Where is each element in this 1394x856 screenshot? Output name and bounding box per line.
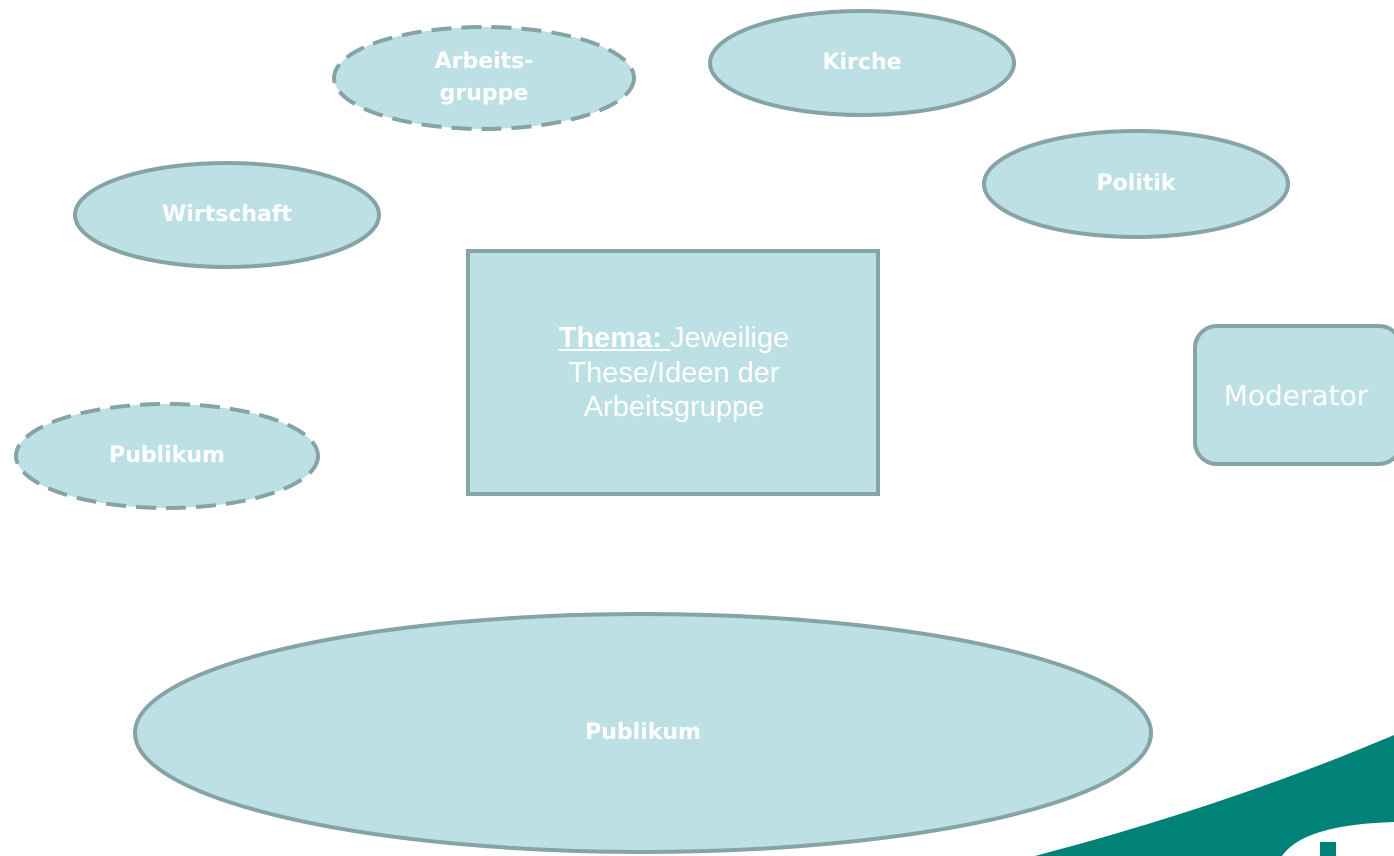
wirtschaft-label: Wirtschaft	[162, 202, 292, 228]
arbeitsgruppe-ellipse	[332, 25, 636, 131]
politik-ellipse	[982, 129, 1290, 239]
topic-key: Thema:	[558, 321, 670, 354]
moderator-box	[1193, 324, 1394, 466]
topic-box	[466, 249, 880, 496]
politik-label: Politik	[1096, 171, 1176, 197]
kirche-label: Kirche	[822, 50, 902, 76]
logo-corner-icon	[1035, 735, 1394, 856]
kirche-ellipse	[708, 9, 1016, 117]
wirtschaft-ellipse	[73, 161, 381, 269]
topic-line-1-text: Jeweilige	[669, 321, 790, 354]
arbeitsgruppe-label: Arbeits- gruppe	[434, 49, 534, 106]
publikum-small-label: Publikum	[109, 443, 225, 469]
topic-line-3: Arbeitsgruppe	[583, 391, 765, 424]
topic-text: Thema: Jeweilige These/Ideen der Arbeits…	[470, 252, 878, 494]
publikum-small-ellipse	[14, 402, 320, 510]
moderator-label: Moderator	[1223, 378, 1369, 412]
audience-label: Publikum	[585, 720, 701, 746]
topic-line-2: These/Ideen der	[568, 356, 780, 389]
topic-line-1: Thema: Jeweilige	[559, 321, 789, 356]
audience-ellipse	[133, 612, 1153, 854]
